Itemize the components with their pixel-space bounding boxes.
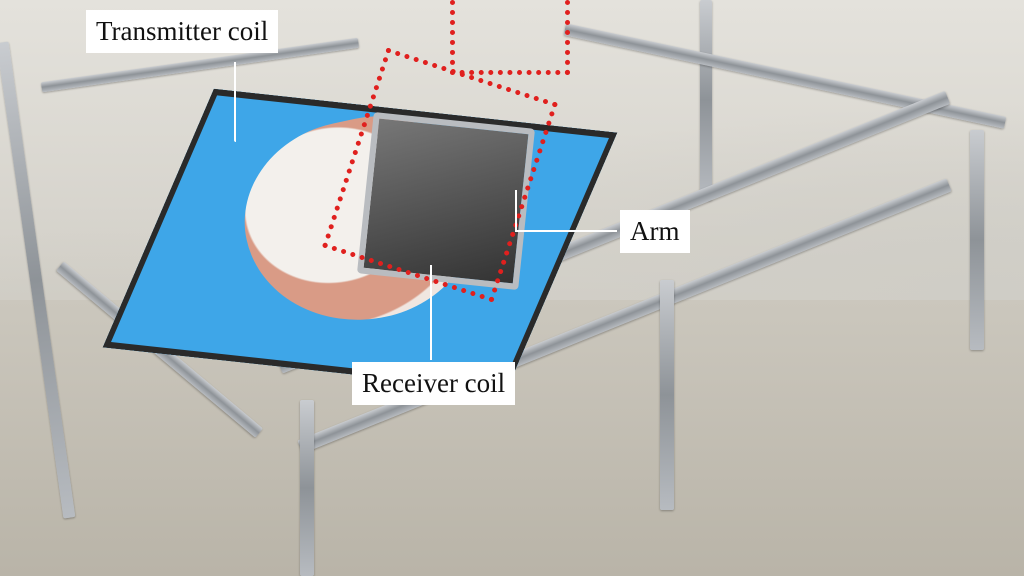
frame-bar [300, 400, 314, 576]
arm-label: Arm [620, 210, 690, 253]
frame-bar [563, 23, 1007, 129]
receiver-leader-line [430, 265, 432, 360]
frame-bar [700, 0, 712, 200]
receiver-coil-label: Receiver coil [352, 362, 516, 405]
frame-bar [970, 130, 984, 350]
transmitter-leader-line [234, 62, 236, 142]
arm-top-highlight-box [450, 0, 570, 75]
frame-bar [660, 280, 674, 510]
transmitter-coil-label: Transmitter coil [86, 10, 279, 53]
arm-leader-line [515, 190, 617, 232]
